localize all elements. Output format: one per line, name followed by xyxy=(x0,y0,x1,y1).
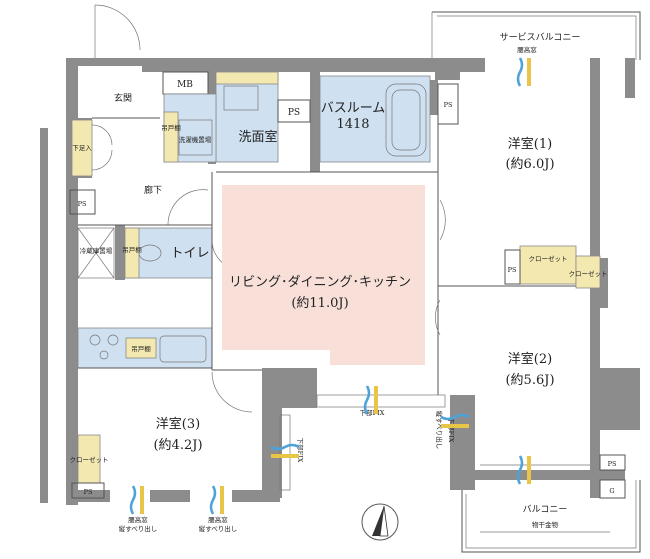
window-airflow-icons xyxy=(129,57,531,515)
stove-icon xyxy=(89,334,119,360)
window-airflow-icon xyxy=(440,413,470,421)
service-balcony-window-label: 腰高窓 xyxy=(517,45,537,54)
bathroom-label: バスルーム xyxy=(321,101,386,116)
western-room-1-ps-label: PS xyxy=(508,266,517,274)
ldk-label: リビング･ダイニング･キッチン xyxy=(229,275,411,290)
hallway: 廊下 PS xyxy=(69,184,212,226)
kitchen-hanging-shelf-label: 吊戸棚 xyxy=(131,344,151,353)
ldk-lower-fix-label: 下部FIX xyxy=(360,408,385,417)
entrance-label: 玄関 xyxy=(114,92,132,104)
laundry-space-label: 洗濯機置場 xyxy=(179,135,212,144)
washroom: 吊戸棚 洗濯機置場 洗面室 PS xyxy=(161,71,311,163)
western-room-2-ps-label: PS xyxy=(608,460,617,468)
western-room-1-area-label: (約6.0J) xyxy=(505,157,554,172)
western-room-2-area-label: (約5.6J) xyxy=(505,373,554,388)
bathtub-icon xyxy=(391,89,421,151)
window-sash-icon xyxy=(527,58,531,86)
window-sash-icon xyxy=(220,486,224,514)
western-room-2: 洋室(2) (約5.6J) クローゼット PS xyxy=(434,255,626,471)
washroom-label: 洗面室 xyxy=(238,129,277,145)
window-airflow-icon xyxy=(363,385,371,415)
western-room-1-closet-label: クローゼット xyxy=(529,254,568,263)
toilet-icon xyxy=(138,244,162,262)
western-room-3-area-label: (約4.2J) xyxy=(153,438,202,453)
western-room-1: 洋室(1) (約6.0J) クローゼット PS xyxy=(437,124,590,287)
washroom-hanging-shelf-label: 吊戸棚 xyxy=(161,123,181,132)
sink-icon xyxy=(159,335,207,363)
bathroom-ps-label: PS xyxy=(444,101,453,109)
western-room-3: 洋室(3) (約4.2J) クローゼット PS 腰高窓 縦すべり出し 腰高窓 縦… xyxy=(70,369,262,533)
fridge-space-label: 冷蔵庫置場 xyxy=(80,246,113,255)
kitchen-counter: 吊戸棚 xyxy=(77,327,213,369)
window-sash-icon xyxy=(271,454,299,458)
western-room-2-lower-fix-label: 下部FIX xyxy=(447,418,456,443)
ldk: リビング･ダイニング･キッチン (約11.0J) xyxy=(211,171,438,370)
toilet-hanging-shelf-label: 吊戸棚 xyxy=(122,245,142,254)
western-room-2-label: 洋室(2) xyxy=(508,351,552,367)
western-room-3-lower-fix-label: 下部FIX xyxy=(296,438,305,463)
window-airflow-icon xyxy=(516,455,524,485)
western-room-3-window-1-sub-label: 縦すべり出し xyxy=(119,524,158,533)
window-sash-icon xyxy=(527,456,531,484)
western-room-2-sliding-label: 縦すべり出し xyxy=(435,411,444,450)
western-room-3-ps-label: PS xyxy=(84,488,93,496)
western-room-3-closet-label: クローゼット xyxy=(70,455,109,464)
balcony-g-label: G xyxy=(609,487,614,495)
western-room-3-label: 洋室(3) xyxy=(156,416,200,432)
western-room-3-window-2-label: 腰高窓 xyxy=(208,515,228,524)
bathroom-size-label: 1418 xyxy=(336,117,369,132)
service-balcony: サービスバルコニー 腰高窓 xyxy=(431,11,641,60)
shoe-storage-label: 下足入 xyxy=(72,144,92,152)
compass-icon xyxy=(361,503,399,541)
balcony-label: バルコニー xyxy=(523,504,568,515)
hallway-ps-label: PS xyxy=(78,200,87,208)
toilet-area: 冷蔵庫置場 吊戸棚 トイレ xyxy=(77,227,243,279)
entrance: 玄関 MB 下足入 xyxy=(71,4,209,177)
window-sash-icon xyxy=(441,424,469,428)
toilet-label: トイレ xyxy=(170,246,209,261)
window-airflow-icon xyxy=(516,57,524,87)
window-airflow-icon xyxy=(209,485,217,515)
window-sash-icon xyxy=(140,486,144,514)
ldk-area-label: (約11.0J) xyxy=(291,296,348,311)
western-room-3-window-1-label: 腰高窓 xyxy=(128,515,148,524)
western-room-2-closet-label: クローゼット xyxy=(569,269,608,278)
washroom-ps-label: PS xyxy=(288,108,300,118)
window-sash-icon xyxy=(374,386,378,414)
hallway-label: 廊下 xyxy=(144,184,162,196)
balcony: G バルコニー 物干金物 xyxy=(461,464,641,553)
bathroom: バスルーム 1418 PS xyxy=(319,75,459,163)
service-balcony-label: サービスバルコニー xyxy=(500,32,581,43)
mb-label: MB xyxy=(177,80,193,90)
window-airflow-icon xyxy=(270,443,300,451)
window-labels: 下部FIX 下部FIX 縦すべり出し 下部FIX xyxy=(279,394,456,491)
window-airflow-icon xyxy=(129,485,137,515)
western-room-3-window-2-sub-label: 縦すべり出し xyxy=(199,524,238,533)
western-room-1-label: 洋室(1) xyxy=(508,136,552,152)
laundry-hardware-label: 物干金物 xyxy=(532,520,559,529)
